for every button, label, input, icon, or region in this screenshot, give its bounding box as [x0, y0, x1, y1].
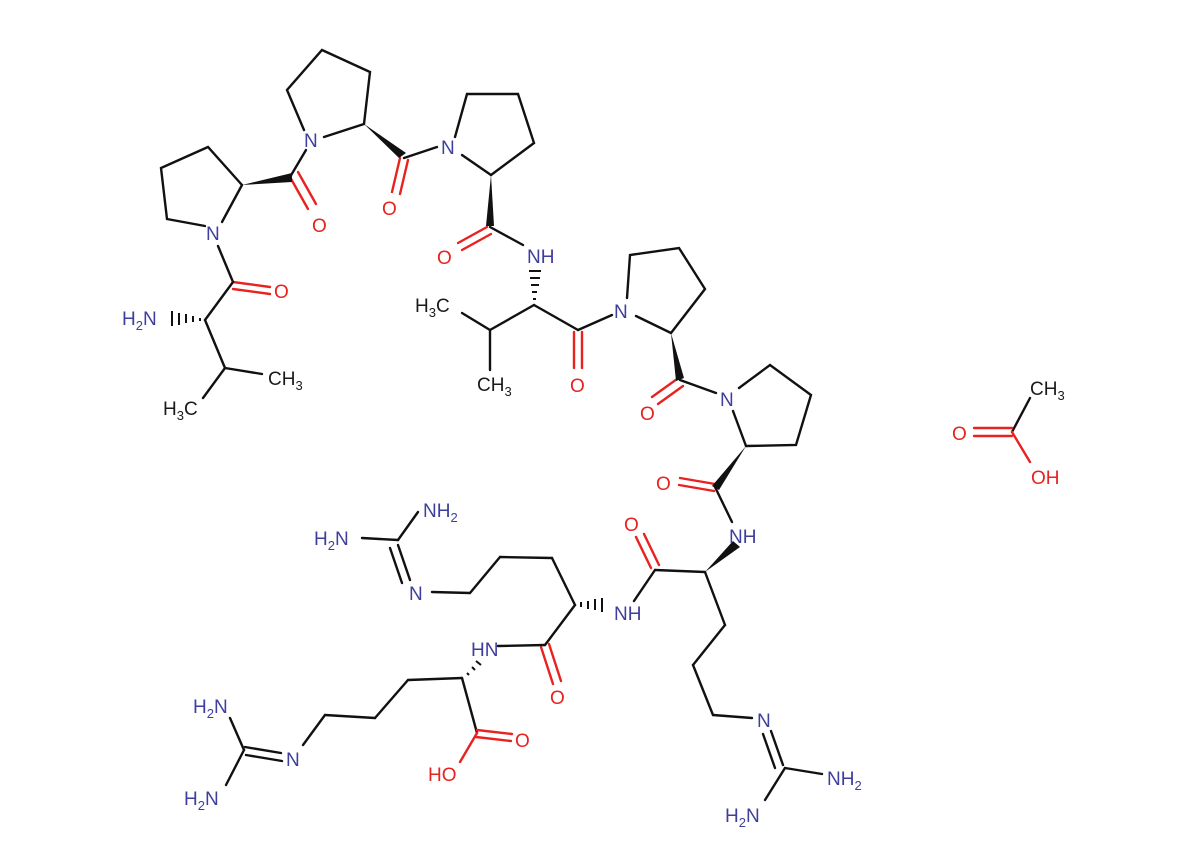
atom-H2N1: H2N	[122, 309, 157, 333]
atom-O9: O	[550, 688, 565, 709]
atom-NH3: NH	[614, 604, 641, 625]
atom-O2: O	[382, 199, 397, 220]
atom-NH2: NH	[729, 527, 756, 548]
atom-H3Cb: H3C	[415, 296, 450, 320]
atom-NH2a: NH2	[423, 501, 458, 525]
atom-O5: O	[570, 376, 585, 397]
atom-NH2b: NH2	[827, 769, 862, 793]
atom-HO1: HO	[428, 765, 457, 786]
atom-NH1: NH	[527, 247, 554, 268]
stereo-bonds	[171, 124, 746, 676]
atom-O11: O	[952, 424, 967, 445]
atom-H3Ca: H3C	[163, 399, 198, 423]
atom-H2N4: H2N	[184, 789, 219, 813]
atom-H2N3: H2N	[193, 697, 228, 721]
atom-OH1: OH	[1031, 468, 1060, 489]
atom-CH3a: CH3	[268, 369, 303, 393]
atom-O8: O	[624, 515, 639, 536]
atom-O3: O	[437, 248, 452, 269]
bonds	[159, 48, 1032, 802]
atom-CH3c: CH3	[1030, 379, 1065, 403]
atom-NH4: HN	[471, 640, 498, 661]
atom-Ng1: N	[409, 584, 423, 605]
atom-Ng2: N	[286, 750, 300, 771]
atom-CH3b: CH3	[477, 375, 512, 399]
atom-N1: N	[206, 224, 220, 245]
atom-H2N5: H2N	[725, 806, 760, 830]
atom-O1: O	[312, 216, 327, 237]
atom-H2N2: H2N	[314, 529, 349, 553]
atom-O6: O	[640, 404, 655, 425]
atom-O4: O	[274, 282, 289, 303]
atom-N5: N	[720, 390, 734, 411]
atom-O10: O	[515, 731, 530, 752]
atom-N3: N	[441, 138, 455, 159]
atom-labels: N N N N N O O O O O O O O O O O NH NH NH…	[122, 131, 1065, 830]
atom-Ng3: N	[757, 711, 771, 732]
atom-N2: N	[304, 131, 318, 152]
atom-O7: O	[656, 474, 671, 495]
atom-N4: N	[614, 302, 628, 323]
